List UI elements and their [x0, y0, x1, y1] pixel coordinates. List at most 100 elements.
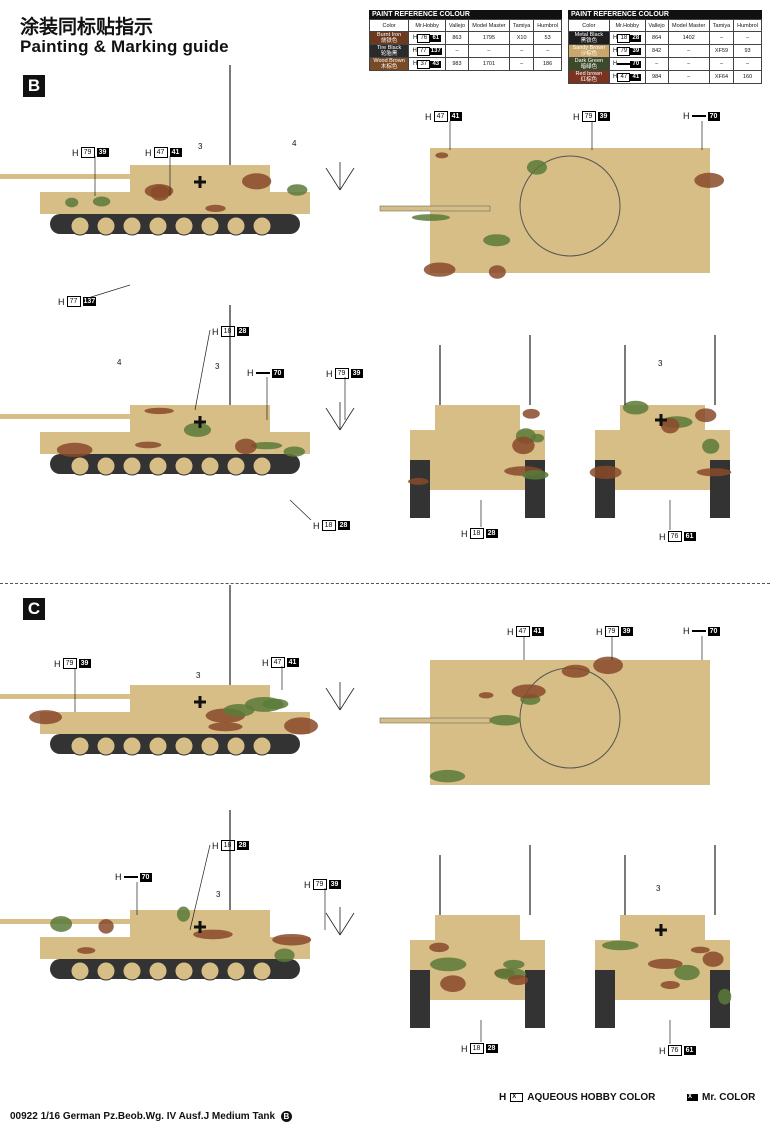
balkenkreuz — [198, 176, 202, 188]
camo-patch — [92, 196, 111, 207]
camo-patch — [526, 160, 548, 175]
camo-patch — [287, 184, 308, 196]
road-wheel — [200, 456, 220, 476]
section-c-badge: C — [23, 598, 45, 620]
camo-patch — [511, 684, 546, 699]
camo-patch — [193, 929, 233, 940]
road-wheel — [226, 456, 246, 476]
camo-patch — [690, 946, 710, 954]
balkenkreuz — [659, 414, 663, 426]
road-wheel — [252, 456, 272, 476]
camo-patch — [50, 916, 73, 932]
road-wheel — [70, 736, 90, 756]
marking-number-3: 3 — [215, 362, 220, 371]
marking-number-3: 3 — [198, 142, 203, 151]
road-wheel — [200, 736, 220, 756]
camo-patch — [503, 959, 525, 970]
camo-patch — [56, 442, 93, 458]
title-chinese: 涂装同标贴指示 — [20, 16, 154, 38]
track — [525, 970, 545, 1028]
camo-patch — [702, 951, 724, 967]
antenna-star — [339, 912, 355, 936]
section-divider — [0, 583, 770, 584]
camo-patch — [674, 964, 700, 981]
camo-patch — [718, 988, 732, 1005]
leader-line — [289, 499, 312, 521]
road-wheel — [174, 216, 194, 236]
antenna-star — [339, 407, 355, 431]
antenna-star — [325, 687, 341, 711]
column-header: Color — [368, 19, 410, 32]
camo-patch — [408, 477, 429, 485]
camo-patch — [440, 975, 466, 993]
hull — [40, 937, 310, 959]
footer: 00922 1/16 German Pz.Beob.Wg. IV Ausf.J … — [10, 1111, 292, 1122]
antenna-star — [339, 687, 355, 711]
camo-patch — [430, 957, 467, 972]
camo-patch — [176, 906, 190, 922]
table-caption: PAINT REFERENCE COLOUR — [568, 10, 762, 19]
road-wheel — [70, 216, 90, 236]
title-english: Painting & Marking guide — [20, 37, 229, 56]
track — [410, 970, 430, 1028]
road-wheel — [148, 456, 168, 476]
track — [595, 970, 615, 1028]
track — [410, 460, 430, 518]
camo-patch — [411, 214, 451, 221]
camo-patch — [478, 692, 494, 699]
camo-patch — [522, 470, 549, 480]
road-wheel — [96, 736, 116, 756]
camo-patch — [223, 703, 255, 717]
camo-patch — [660, 417, 680, 434]
camo-patch — [98, 919, 114, 934]
road-wheel — [174, 456, 194, 476]
camo-patch — [702, 438, 720, 454]
camo-patch — [284, 717, 319, 735]
camo-patch — [522, 408, 540, 419]
camo-patch — [144, 184, 174, 198]
camo-patch — [695, 408, 717, 423]
camo-patch — [429, 769, 466, 783]
camo-patch — [561, 664, 590, 678]
camo-patch — [183, 422, 212, 437]
turret-front — [435, 915, 520, 945]
road-wheel — [226, 736, 246, 756]
camo-patch — [65, 197, 79, 208]
road-wheel — [122, 961, 142, 981]
gun-barrel — [0, 414, 130, 419]
camo-patch — [589, 465, 622, 479]
leader-line — [87, 284, 131, 299]
antenna-star — [325, 407, 341, 431]
road-wheel — [252, 961, 272, 981]
road-wheel — [122, 736, 142, 756]
marking-number-4: 4 — [292, 139, 297, 148]
marking-number-3: 3 — [656, 884, 661, 893]
balkenkreuz — [198, 696, 202, 708]
camo-patch — [507, 974, 529, 986]
gun-barrel — [379, 717, 491, 724]
camo-patch — [241, 173, 272, 190]
road-wheel — [96, 961, 116, 981]
camo-patch — [512, 436, 535, 455]
footer-text: 00922 1/16 German Pz.Beob.Wg. IV Ausf.J … — [10, 1111, 276, 1122]
footer-badge: B — [280, 1111, 292, 1122]
camo-patch — [531, 433, 545, 443]
camo-patch — [144, 407, 174, 415]
camo-patch — [593, 656, 624, 675]
road-wheel — [70, 456, 90, 476]
road-wheel — [252, 736, 272, 756]
